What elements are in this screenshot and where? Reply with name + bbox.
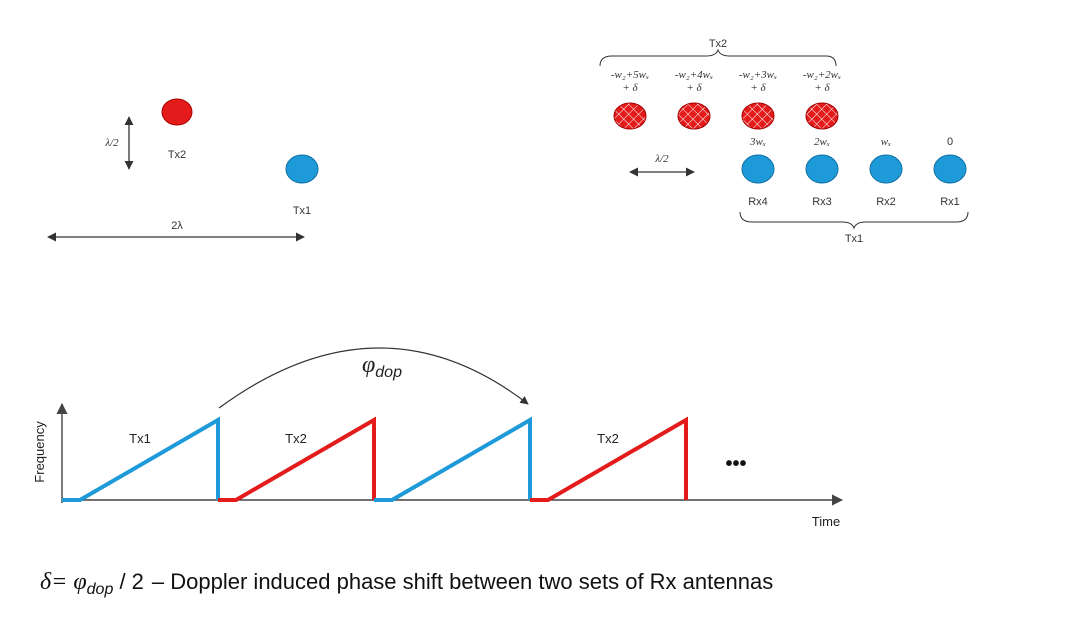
chirp-sequence: Tx1 Tx2 Tx2 xyxy=(62,416,688,502)
svg-text:-w₂+3wₓ: -w₂+3wₓ xyxy=(739,69,777,81)
svg-text:-w₂+4wₓ: -w₂+4wₓ xyxy=(675,69,713,81)
tx2-phase-2: -w₂+3wₓ + δ xyxy=(739,69,777,94)
rx-phase-3: 0 xyxy=(947,136,953,148)
rx-phase-0: 3wₓ xyxy=(749,136,766,148)
tx2-group-brace xyxy=(599,48,837,67)
rx2-label: Rx2 xyxy=(876,196,896,208)
virtual-tx2-antenna-3 xyxy=(805,102,839,130)
rx3-antenna xyxy=(805,154,839,184)
left-tx2-antenna xyxy=(161,98,193,126)
svg-text:+ δ: + δ xyxy=(686,82,702,94)
left-antenna-array: Tx2 λ/2 Tx1 2λ xyxy=(47,98,319,242)
svg-text:+ δ: + δ xyxy=(814,82,830,94)
virtual-tx2-antenna-0 xyxy=(613,102,647,130)
rx1-antenna xyxy=(933,154,967,184)
chirp-4-label: Tx2 xyxy=(597,431,619,446)
left-tx1-antenna xyxy=(285,154,319,184)
chirp-plot: Frequency Time φdop Tx1 Tx2 Tx2 ••• xyxy=(32,347,844,529)
continuation-ellipsis: ••• xyxy=(725,453,746,475)
virtual-tx2-antenna-2 xyxy=(741,102,775,130)
caption: δ= φdop / 2– Doppler induced phase shift… xyxy=(40,569,773,598)
rx-phase-2: wₓ xyxy=(881,136,891,148)
y-axis-label: Frequency xyxy=(32,421,47,483)
tx2-phase-3: -w₂+2wₓ + δ xyxy=(803,69,841,94)
rx2-antenna xyxy=(869,154,903,184)
vertical-spacing-label: λ/2 xyxy=(104,137,119,149)
chirp-3-tx1 xyxy=(374,416,532,502)
horizontal-spacing-label: 2λ xyxy=(171,220,183,232)
tx2-phase-1: -w₂+4wₓ + δ xyxy=(675,69,713,94)
chirp-2-label: Tx2 xyxy=(285,431,307,446)
left-tx2-label: Tx2 xyxy=(168,149,186,161)
rx-phase-1: 2wₓ xyxy=(814,136,830,148)
svg-text:-w₂+2wₓ: -w₂+2wₓ xyxy=(803,69,841,81)
rx3-label: Rx3 xyxy=(812,196,832,208)
tx2-phase-0: -w₂+5wₓ + δ xyxy=(611,69,649,94)
svg-text:+ δ: + δ xyxy=(622,82,638,94)
chirp-1-label: Tx1 xyxy=(129,431,151,446)
svg-text:+ δ: + δ xyxy=(750,82,766,94)
rx1-label: Rx1 xyxy=(940,196,960,208)
tx1-group-label: Tx1 xyxy=(845,233,863,245)
chirp-1-tx1 xyxy=(62,416,220,502)
right-antenna-array: Tx2 -w₂+5wₓ + δ -w₂+4wₓ + δ -w₂+3wₓ + δ … xyxy=(599,38,969,245)
doppler-phase-arc xyxy=(218,347,529,409)
rx4-antenna xyxy=(741,154,775,184)
rx4-label: Rx4 xyxy=(748,196,768,208)
right-spacing-label: λ/2 xyxy=(654,153,669,165)
tx2-group-label: Tx2 xyxy=(709,38,727,50)
doppler-phase-label: φdop xyxy=(362,352,402,381)
tx1-group-brace xyxy=(739,211,969,230)
chirp-2-tx2 xyxy=(218,416,376,502)
virtual-tx2-antenna-1 xyxy=(677,102,711,130)
svg-text:-w₂+5wₓ: -w₂+5wₓ xyxy=(611,69,649,81)
left-tx1-label: Tx1 xyxy=(293,205,311,217)
x-axis-label: Time xyxy=(812,514,840,529)
chirp-4-tx2 xyxy=(530,416,688,502)
